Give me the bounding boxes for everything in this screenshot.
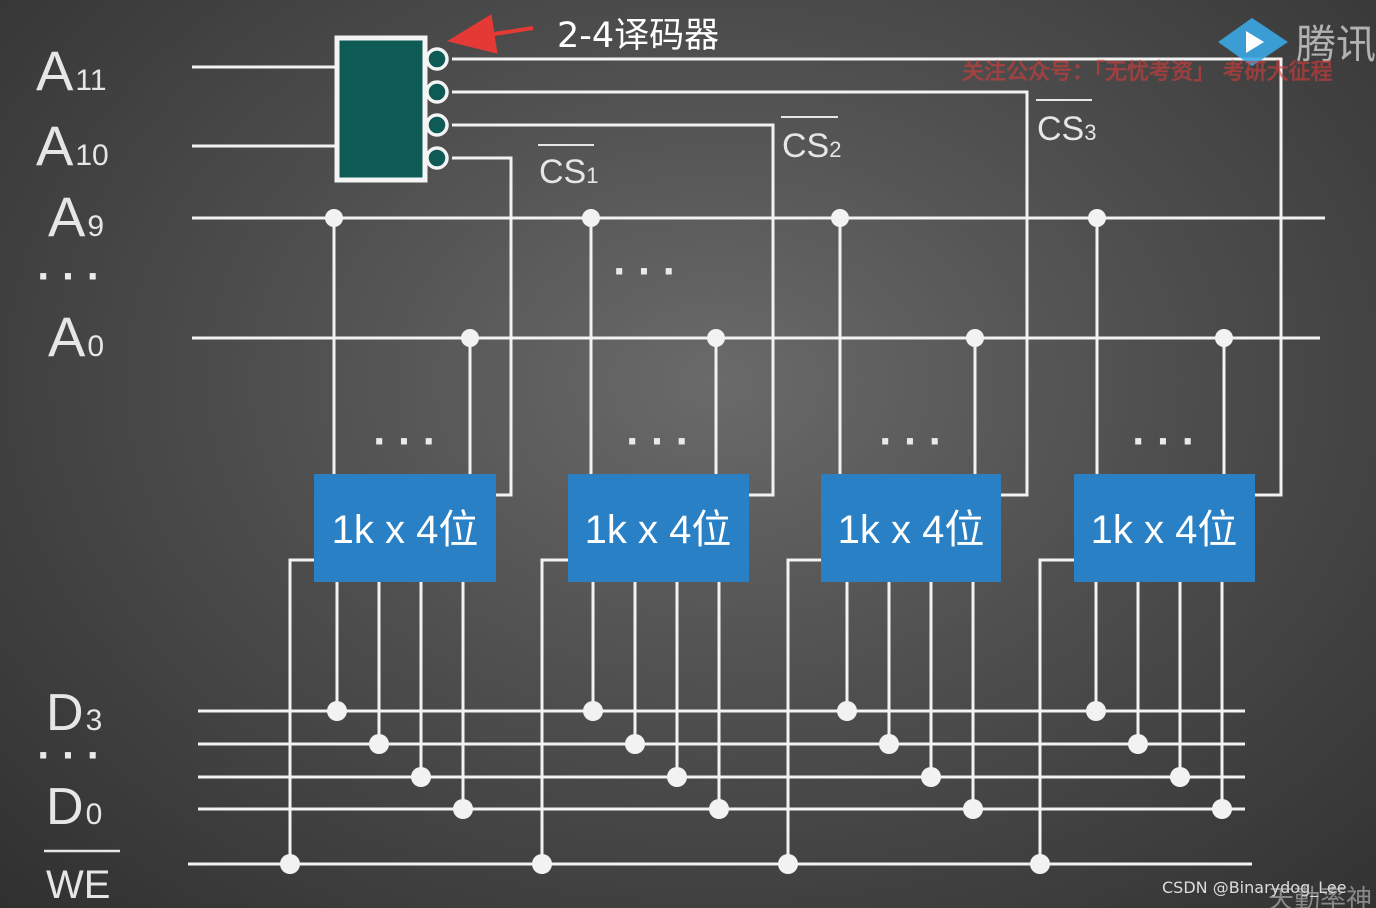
ellipsis-chip-2: · · ·: [626, 422, 688, 462]
cs0-line: [452, 156, 513, 497]
ellipsis-middle: · · ·: [613, 252, 675, 292]
cs2-line: [452, 90, 1029, 497]
chip-4-label: 1k x 4位: [1091, 508, 1238, 552]
decoder-output-0: [425, 146, 449, 170]
ellipsis-chip-3: · · ·: [879, 422, 941, 462]
chip-1-label: 1k x 4位: [332, 508, 479, 552]
tencent-logo: [1218, 18, 1288, 66]
chip-4: 1k x 4位: [1074, 474, 1255, 582]
watermark-notice: 关注公众号：「无忧考资」 考研大征程: [962, 59, 1333, 85]
watermark-brand: 腾讯: [1296, 22, 1376, 68]
label-a11: A11: [36, 39, 107, 102]
chip-3-body: [821, 474, 1001, 582]
chip-select-lines: [452, 57, 1283, 497]
chip-1-body: [314, 474, 496, 582]
data-taps: [327, 582, 1232, 819]
address-taps: [325, 209, 1233, 474]
ellipsis-address: · · ·: [37, 257, 99, 297]
ellipsis-data: · · ·: [37, 736, 99, 776]
chip-1: 1k x 4位: [314, 474, 496, 582]
ellipsis-chip-1: · · ·: [373, 422, 435, 462]
decoder-callout: 2-4译码器: [557, 16, 719, 56]
chip-3: 1k x 4位: [821, 474, 1001, 582]
decoder-output-2: [425, 80, 449, 104]
decoder-output-3: [425, 47, 449, 71]
decoder-output-1: [425, 113, 449, 137]
label-a9: A9: [48, 185, 104, 248]
label-cs2: CS2: [782, 127, 841, 165]
label-we: WE: [46, 863, 110, 907]
label-cs3: CS3: [1037, 110, 1096, 148]
csdn-credit: CSDN @Binarydog_Lee: [1162, 878, 1347, 898]
label-a10: A10: [36, 114, 109, 177]
we-taps: [280, 558, 1074, 874]
watermark-bottom: 天勤率神: [1268, 885, 1372, 908]
label-d0: D0: [46, 778, 102, 836]
chip-2: 1k x 4位: [568, 474, 749, 582]
cs1-line: [452, 123, 775, 497]
label-d3: D3: [46, 684, 102, 742]
chip-2-label: 1k x 4位: [585, 508, 732, 552]
chip-2-body: [568, 474, 749, 582]
decoder-body: [334, 35, 428, 183]
ellipsis-chip-4: · · ·: [1132, 422, 1194, 462]
decoder-2-4: [334, 35, 449, 183]
label-cs1: CS1: [539, 153, 598, 191]
label-a0: A0: [48, 305, 104, 368]
address-lines: [192, 65, 1325, 340]
cs3-line: [452, 57, 1283, 497]
chip-4-body: [1074, 474, 1255, 582]
chip-3-label: 1k x 4位: [838, 508, 985, 552]
play-triangle-icon: [1246, 31, 1264, 53]
callout-arrow: [447, 14, 534, 54]
